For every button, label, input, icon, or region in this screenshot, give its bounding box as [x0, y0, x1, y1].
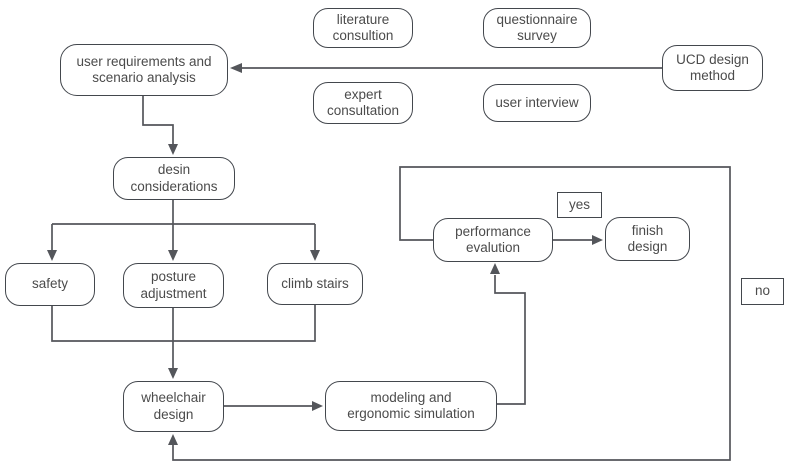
node-safety: safety [5, 263, 95, 306]
arrowhead-into-user-requirements [230, 63, 242, 73]
node-performance-evalution: performance evalution [433, 218, 553, 262]
node-user-requirements: user requirements and scenario analysis [60, 44, 228, 96]
edge-no-loop [172, 166, 731, 461]
arrowhead-into-posture [168, 250, 178, 261]
arrowhead-no-loop-into-wheelchair [168, 434, 178, 445]
node-expert-consultation: expert consultation [313, 82, 413, 124]
node-user-interview: user interview [483, 84, 591, 122]
arrowhead-into-performance [490, 263, 500, 274]
edge-collector [51, 305, 316, 342]
node-literature-consultion: literature consultion [313, 8, 413, 48]
arrowhead-into-finish [592, 235, 603, 245]
node-climb-stairs: climb stairs [267, 263, 363, 305]
node-ucd-design-method: UCD design method [662, 45, 763, 91]
node-modeling-simulation: modeling and ergonomic simulation [325, 381, 497, 431]
node-finish-design: finish design [605, 217, 690, 261]
node-questionnaire-survey: questionnaire survey [483, 8, 591, 48]
edge-user-requirements-to-desin [142, 96, 174, 145]
arrowhead-into-climb-stairs [310, 250, 320, 261]
edge-modeling-to-performance [494, 275, 526, 405]
node-posture-adjustment: posture adjustment [123, 263, 224, 308]
node-wheelchair-design: wheelchair design [123, 381, 224, 432]
arrowhead-into-modeling [312, 401, 323, 411]
label-yes: yes [557, 192, 602, 218]
arrowhead-into-desin [168, 144, 178, 155]
label-no: no [741, 278, 784, 305]
node-desin-considerations: desin considerations [113, 157, 235, 200]
arrowhead-into-safety [47, 250, 57, 261]
arrowhead-into-wheelchair [168, 368, 178, 379]
